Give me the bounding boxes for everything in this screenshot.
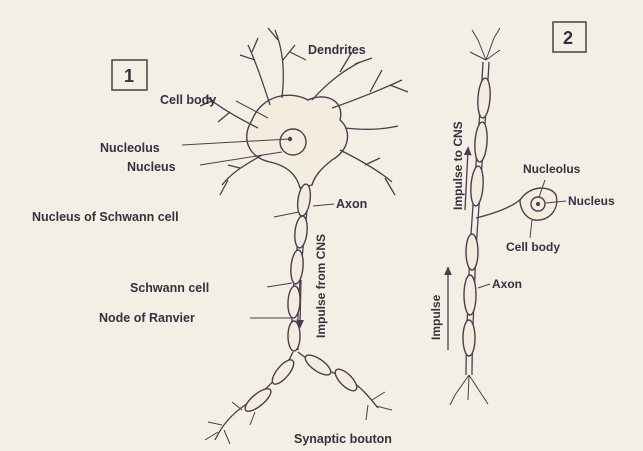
neuron-2 — [448, 28, 566, 405]
panel-2-box: 2 — [553, 22, 586, 52]
schwann-cell — [287, 286, 301, 319]
label-synaptic-bouton: Synaptic bouton — [294, 432, 392, 446]
label-cell-body-2: Cell body — [506, 240, 560, 254]
schwann-cell-2 — [464, 275, 476, 315]
label-nucleus-2: Nucleus — [568, 194, 615, 208]
label-axon-2: Axon — [492, 277, 522, 291]
label-impulse-to-cns: Impulse to CNS — [451, 121, 465, 210]
label-cell-body-1: Cell body — [160, 93, 216, 107]
label-nucleus-1: Nucleus — [127, 160, 176, 174]
neuron-1 — [182, 28, 408, 444]
schwann-cell — [332, 366, 360, 394]
neuron-1-axon — [205, 183, 392, 444]
schwann-cell-2 — [466, 234, 478, 270]
label-nucleolus-2: Nucleolus — [523, 162, 581, 176]
schwann-cell-2 — [470, 166, 485, 207]
label-impulse-from-cns: Impulse from CNS — [314, 234, 328, 338]
schwann-cell — [242, 385, 274, 415]
schwann-cell — [288, 321, 300, 351]
neuron-2-nucleolus — [536, 202, 540, 206]
schwann-cell — [269, 357, 297, 388]
label-schwann-cell: Schwann cell — [130, 281, 209, 295]
neuron-1-nucleus — [280, 129, 306, 155]
panel-1-number: 1 — [124, 66, 134, 86]
schwann-cell — [293, 215, 308, 248]
schwann-cell-2 — [463, 320, 475, 356]
schwann-cell — [290, 250, 305, 285]
schwann-cell-2 — [474, 122, 489, 163]
panel-1-box: 1 — [112, 60, 147, 90]
label-dendrites: Dendrites — [308, 43, 366, 57]
schwann-cell — [302, 351, 333, 378]
schwann-cell-2 — [477, 78, 492, 119]
label-node-ranvier: Node of Ranvier — [99, 311, 195, 325]
neuron-2-impulse-cns-arrow — [465, 150, 468, 210]
label-schwann-nucleus: Nucleus of Schwann cell — [32, 210, 179, 224]
label-axon-1: Axon — [336, 197, 367, 211]
panel-2-number: 2 — [563, 28, 573, 48]
label-nucleolus-1: Nucleolus — [100, 141, 160, 155]
label-impulse-2: Impulse — [429, 294, 443, 340]
